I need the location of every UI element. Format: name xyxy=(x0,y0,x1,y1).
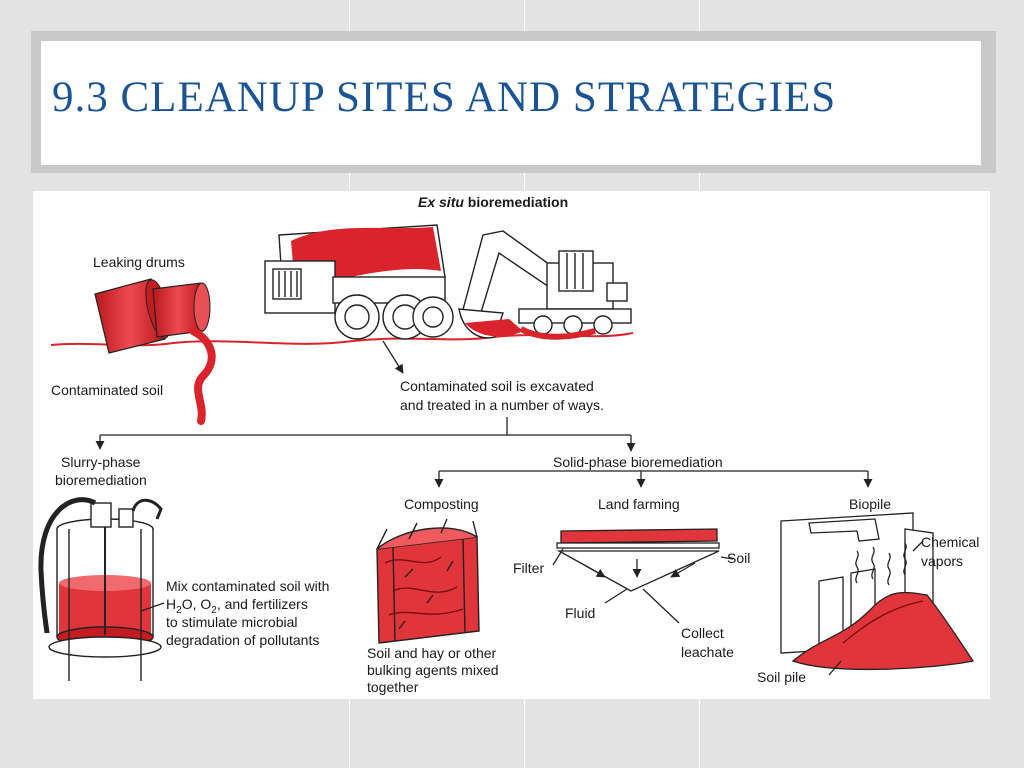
biopile-illustration xyxy=(780,512,975,676)
leaking-drums-label: Leaking drums xyxy=(93,254,185,270)
land-farming-label: Land farming xyxy=(598,496,680,512)
soil-pile-label: Soil pile xyxy=(757,669,806,685)
slurry-bioreactor-illustration xyxy=(38,497,163,681)
slurry-phase-label-line2: bioremediation xyxy=(55,472,147,488)
chemical-vapors-label-line1: Chemical xyxy=(921,534,979,550)
bioremediation-figure: Ex situ bioremediation Leaking drums Con… xyxy=(33,191,990,699)
filter-label: Filter xyxy=(513,560,544,576)
chemical-vapors-label-line2: vapors xyxy=(921,553,963,569)
solid-phase-label: Solid-phase bioremediation xyxy=(553,454,723,470)
compost-text-line1: Soil and hay or other xyxy=(367,645,497,661)
leaking-drums-illustration xyxy=(94,278,216,425)
excavated-text-line2: and treated in a number of ways. xyxy=(400,397,604,413)
page-title: 9.3 CLEANUP SITES AND STRATEGIES xyxy=(52,74,837,121)
biopile-label: Biopile xyxy=(849,496,891,512)
mix-text-line3: to stimulate microbial xyxy=(166,614,298,630)
dump-truck-illustration xyxy=(264,224,454,340)
flow-arrow xyxy=(382,340,404,374)
excavator-illustration xyxy=(458,230,632,340)
collect-label-line1: Collect xyxy=(681,625,724,641)
contaminated-soil-label: Contaminated soil xyxy=(51,382,163,398)
figure-svg: Ex situ bioremediation Leaking drums Con… xyxy=(38,194,979,695)
composting-label: Composting xyxy=(404,496,479,512)
mix-text-line1: Mix contaminated soil with xyxy=(166,578,329,594)
fluid-label: Fluid xyxy=(565,605,595,621)
excavated-text-line1: Contaminated soil is excavated xyxy=(400,378,594,394)
mix-text-line2: H2O, O2, and fertilizers xyxy=(166,596,308,616)
compost-text-line3: together xyxy=(367,679,419,695)
branch-connectors xyxy=(95,417,873,488)
figure-heading: Ex situ bioremediation xyxy=(418,194,568,210)
slurry-phase-label-line1: Slurry-phase xyxy=(61,454,141,470)
collect-label-line2: leachate xyxy=(681,644,734,660)
title-box xyxy=(41,41,981,165)
mix-pointer xyxy=(140,602,165,612)
mix-text-line4: degradation of pollutants xyxy=(166,632,319,648)
soil-label: Soil xyxy=(727,550,750,566)
composting-bin-illustration xyxy=(376,518,480,644)
land-farming-illustration xyxy=(552,528,734,624)
compost-text-line2: bulking agents mixed xyxy=(367,662,499,678)
